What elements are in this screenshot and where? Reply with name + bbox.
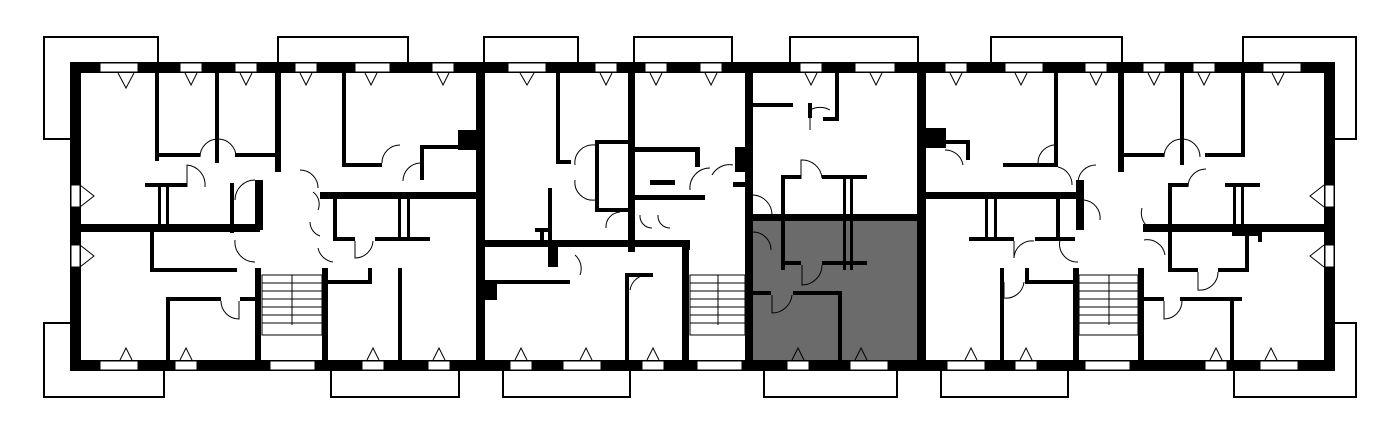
windows-bottom [99,360,1299,371]
windows-side [70,184,1335,268]
balconies [43,36,1357,398]
stairwells [261,274,1139,336]
interior-walls [70,62,1333,371]
stair-left [261,274,323,336]
stair-center [689,274,746,336]
door-swings [79,72,1325,361]
stair-right [1078,274,1139,336]
highlighted-apartment[interactable] [752,219,918,362]
windows-top [99,62,1302,73]
